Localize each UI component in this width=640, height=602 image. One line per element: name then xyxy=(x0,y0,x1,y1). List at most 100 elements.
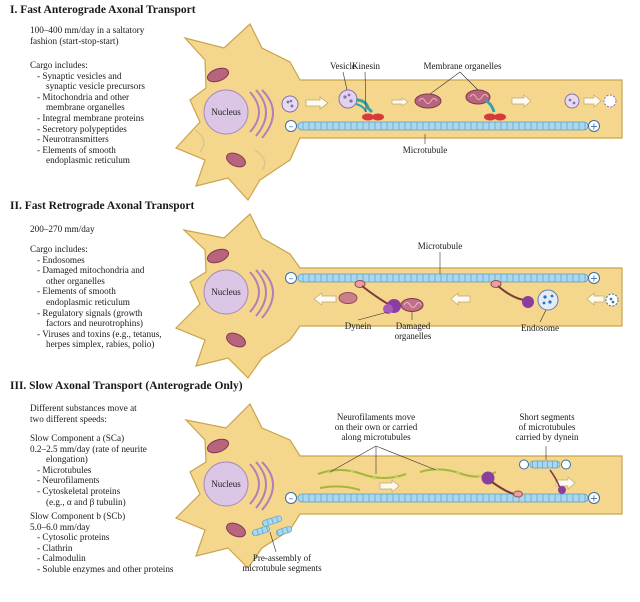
microtubule-label: Microtubule xyxy=(402,145,448,155)
vesicle-on-kinesin xyxy=(338,89,358,109)
panel-fast-retrograde: II. Fast Retrograde Axonal Transport 200… xyxy=(0,196,640,376)
short-segments-label: Short segments of microtubules carried b… xyxy=(500,412,594,442)
nucleus-3 xyxy=(203,461,249,507)
list-item: factors and neurotrophins) xyxy=(46,318,143,329)
list-item: - Elements of smooth xyxy=(37,144,116,155)
microtubule xyxy=(297,273,589,283)
damaged-organelles-line: organelles xyxy=(394,331,432,341)
neurofilaments-line: Neurofilaments move xyxy=(336,412,416,422)
terminal-endosome xyxy=(605,293,619,307)
list-item: endoplasmic reticulum xyxy=(46,155,130,166)
svg-text:+: + xyxy=(590,494,598,505)
panel-title: II. Fast Retrograde Axonal Transport xyxy=(10,200,195,212)
neurofilaments-line: on their own or carried xyxy=(334,422,418,432)
panel-title: III. Slow Axonal Transport (Anterograde … xyxy=(10,380,243,392)
scb-items: 5.0–6.0 mm/day- Cytosolic proteins- Clat… xyxy=(30,522,174,575)
list-item: - Neurotransmitters xyxy=(37,134,109,145)
scb-list: Slow Component b (SCb) 5.0–6.0 mm/day- C… xyxy=(30,511,174,575)
list-item: membrane organelles xyxy=(46,102,125,113)
neuron-cell-2 xyxy=(174,213,623,379)
membrane-organelles-label: Membrane organelles xyxy=(423,61,502,71)
svg-text:+: + xyxy=(590,274,598,285)
vesicle-label: Vesicle xyxy=(330,61,356,71)
short-segments-line: Short segments xyxy=(519,412,575,422)
cargo-list: Cargo includes: - Endosomes- Damaged mit… xyxy=(30,244,162,350)
leader-lines xyxy=(342,71,479,144)
rate-line: 200–270 mm/day xyxy=(30,224,95,234)
arrow-icon xyxy=(305,96,329,110)
mitochondrion xyxy=(206,67,246,168)
rate-line: 100–400 mm/day in a saltatory xyxy=(30,25,145,35)
intro-line: Different substances move at xyxy=(30,403,137,413)
microtubule-label: Microtubule xyxy=(417,241,463,251)
terminal-vesicle xyxy=(603,94,617,108)
arrow-icon xyxy=(583,94,602,108)
list-item: (e.g., α and β tubulin) xyxy=(46,496,126,507)
neurofilaments-label: Neurofilaments move on their own or carr… xyxy=(318,412,434,442)
list-item: 5.0–6.0 mm/day xyxy=(30,521,90,532)
vesicle-icon xyxy=(564,93,580,109)
list-item: endoplasmic reticulum xyxy=(46,296,130,307)
scb-heading: Slow Component b (SCb) xyxy=(30,511,126,521)
list-item: - Cytosolic proteins xyxy=(37,532,110,543)
kinesin-motor xyxy=(355,98,384,121)
list-item: - Mitochondria and other xyxy=(37,91,130,102)
list-item: 0.2–2.5 mm/day (rate of neurite xyxy=(30,443,147,454)
preassembly-label: Pre-assembly of microtubule segments xyxy=(232,553,332,573)
plus-end-icon: + xyxy=(588,272,600,285)
golgi-3 xyxy=(249,461,274,511)
membrane-organelle-bound xyxy=(465,89,506,121)
mitochondrion xyxy=(206,248,246,348)
leader-lines xyxy=(269,445,547,553)
plus-end-icon: + xyxy=(588,492,600,505)
list-item: - Neurofilaments xyxy=(37,475,100,486)
list-item: - Soluble enzymes and other proteins xyxy=(37,563,174,574)
vesicle-icon xyxy=(281,95,299,113)
mitochondrion xyxy=(206,438,246,538)
dynein-motor xyxy=(481,471,523,498)
list-item: - Elements of smooth xyxy=(37,286,116,297)
membrane-organelle-mito xyxy=(414,93,442,109)
svg-text:–: – xyxy=(289,122,294,133)
list-item: - Regulatory signals (growth xyxy=(37,307,143,318)
er-tubules xyxy=(194,129,266,171)
list-item: - Damaged mitochondria and xyxy=(37,265,145,276)
leader-lines xyxy=(357,252,547,323)
damaged-organelle-free xyxy=(338,292,358,304)
svg-text:–: – xyxy=(289,494,294,505)
sca-list: Slow Component a (SCa) 0.2–2.5 mm/day (r… xyxy=(30,433,147,507)
sca-heading: Slow Component a (SCa) xyxy=(30,433,125,443)
preassembly-line: microtubule segments xyxy=(242,563,322,573)
panel-fast-anterograde: I. Fast Anterograde Axonal Transport 100… xyxy=(0,0,640,200)
list-item: - Cytoskeletal proteins xyxy=(37,485,121,496)
small-arrows xyxy=(391,94,532,108)
rate-text: 100–400 mm/day in a saltatory fashion (s… xyxy=(30,25,144,46)
list-item: - Integral membrane proteins xyxy=(37,112,144,123)
list-item: - Viruses and toxins (e.g., tetanus, xyxy=(37,328,162,339)
microtubule xyxy=(297,121,589,131)
list-item: - Clathrin xyxy=(37,542,73,553)
short-segments-line: carried by dynein xyxy=(515,432,579,442)
svg-text:–: – xyxy=(289,274,294,285)
dynein-label: Dynein xyxy=(344,321,372,331)
list-item: - Endosomes xyxy=(37,254,85,265)
list-item: synaptic vesicle precursors xyxy=(46,81,145,92)
nucleus-label: Nucleus xyxy=(211,287,241,297)
panel-slow-transport: III. Slow Axonal Transport (Anterograde … xyxy=(0,376,640,602)
golgi-2 xyxy=(249,269,274,319)
nucleus-label: Nucleus xyxy=(211,107,241,117)
microtubule xyxy=(297,493,589,503)
list-item: - Calmodulin xyxy=(37,553,86,564)
list-item: elongation) xyxy=(46,454,88,465)
golgi-1 xyxy=(249,89,274,139)
dynein-endosome xyxy=(490,280,559,311)
cargo-heading: Cargo includes: xyxy=(30,60,88,70)
damaged-organelles-label: Damaged organelles xyxy=(388,321,438,341)
retrograde-arrows xyxy=(313,292,605,306)
cargo-heading: Cargo includes: xyxy=(30,244,88,254)
plus-end-icon: + xyxy=(588,120,600,133)
damaged-organelle xyxy=(400,298,424,312)
